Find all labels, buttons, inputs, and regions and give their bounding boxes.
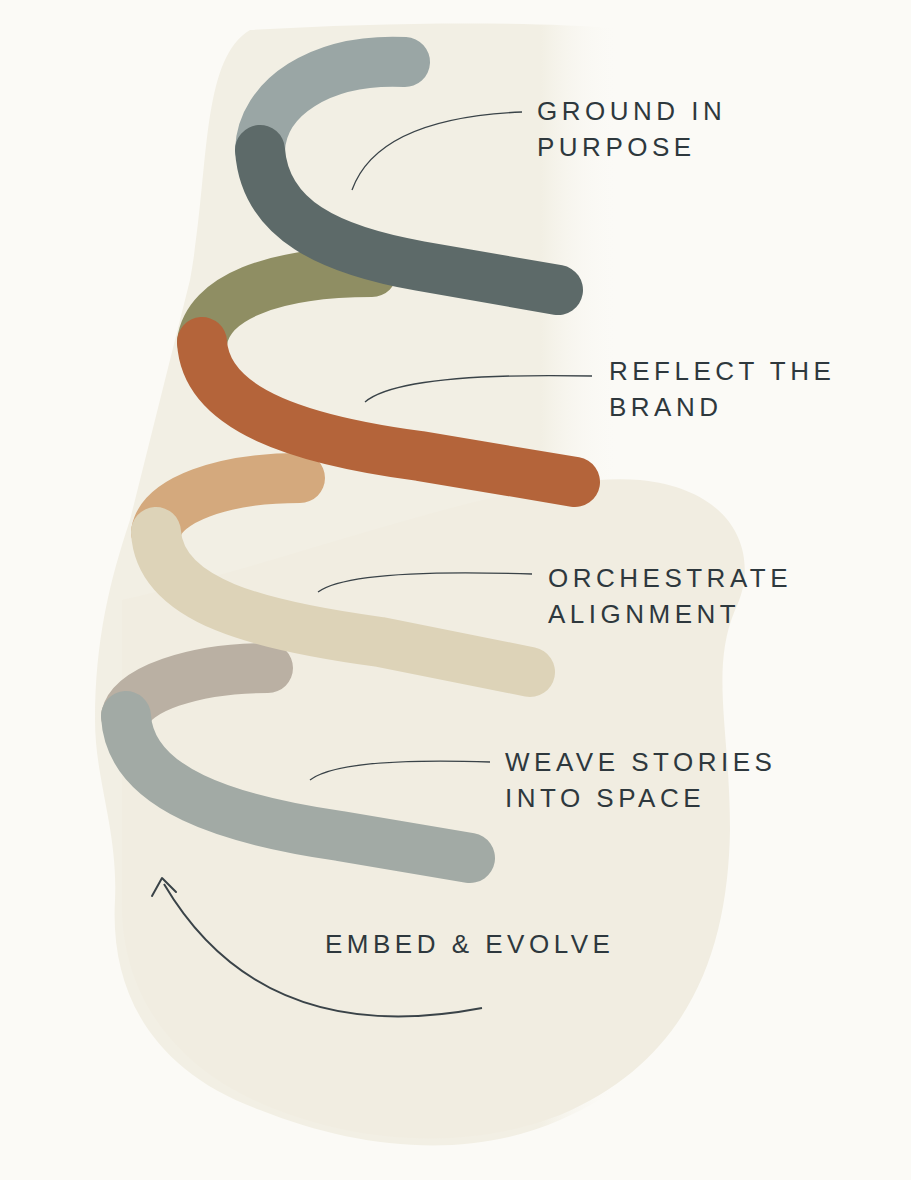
ribbon-front (202, 342, 575, 482)
leader-line (310, 761, 490, 780)
arrow-head (152, 878, 176, 896)
cycle-label: EMBED & EVOLVE (325, 926, 745, 962)
step-label: WEAVE STORIES INTO SPACE (505, 744, 835, 816)
step-label: GROUND IN PURPOSE (537, 93, 772, 165)
label-slot: ORCHESTRATE ALIGNMENT (548, 560, 848, 632)
label-slot: REFLECT THE BRAND (609, 353, 899, 425)
label-slot: WEAVE STORIES INTO SPACE (505, 744, 835, 816)
ribbon-back (260, 62, 405, 150)
label-slot: EMBED & EVOLVE (325, 926, 745, 962)
step-label: ORCHESTRATE ALIGNMENT (548, 560, 848, 632)
label-slot: GROUND IN PURPOSE (537, 93, 772, 165)
ribbon-front (156, 532, 530, 672)
step-label: REFLECT THE BRAND (609, 353, 899, 425)
leader-line (365, 376, 592, 402)
ribbon-front (260, 150, 558, 290)
ribbon-back (202, 272, 372, 342)
leader-line (318, 573, 532, 592)
leader-line (352, 112, 522, 190)
ribbon-front (126, 716, 470, 858)
